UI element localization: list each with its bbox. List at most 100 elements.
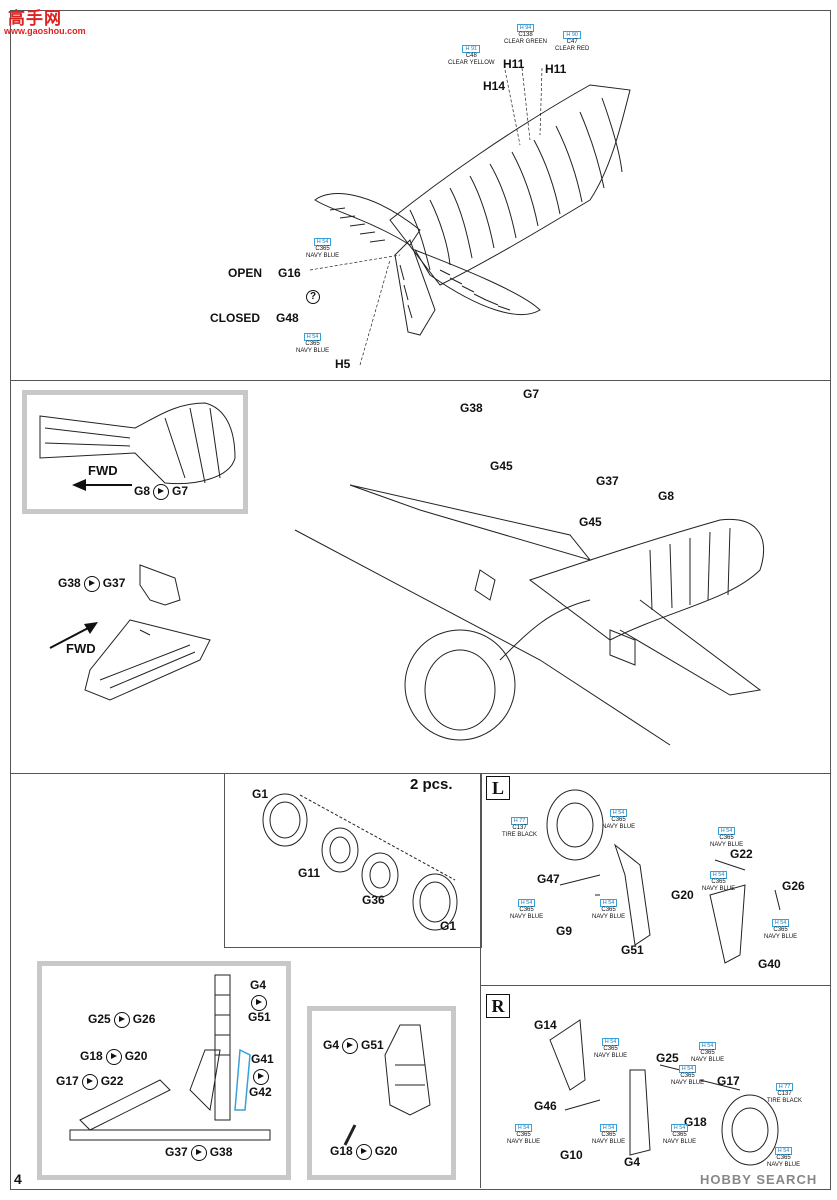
paint-code: H 54 xyxy=(517,899,536,907)
assembly-arrow-icon xyxy=(251,994,267,1012)
paint-number: C48 xyxy=(465,53,477,59)
g22-label: G22 xyxy=(100,1074,124,1089)
label-g38: G38 xyxy=(460,401,483,415)
gear-inset-g17-g22: G17 G22 xyxy=(56,1074,123,1090)
paint-number: C365 xyxy=(516,1132,531,1138)
paint-code: H 54 xyxy=(313,238,332,246)
gear-inset-g41: G41 xyxy=(251,1052,274,1066)
paint-name: NAVY BLUE xyxy=(592,1139,626,1145)
paint-code: H 77 xyxy=(775,1083,794,1091)
g20-label: G20 xyxy=(124,1049,148,1064)
paint-name: CLEAR YELLOW xyxy=(448,60,495,66)
label-g40: G40 xyxy=(758,957,781,971)
label-g37: G37 xyxy=(596,474,619,488)
paint-name: NAVY BLUE xyxy=(594,1053,628,1059)
paint-number: C365 xyxy=(519,907,534,913)
left-gear-letter: L xyxy=(486,776,510,800)
paint-name: CLEAR GREEN xyxy=(504,39,548,45)
label-h5: H5 xyxy=(335,357,351,371)
two-pieces-label: 2 pcs. xyxy=(410,776,453,793)
paint-code: H 54 xyxy=(599,1124,618,1132)
left-gear-drawing xyxy=(546,789,781,964)
assembly-arrow-icon xyxy=(355,1144,372,1160)
g51-label: G51 xyxy=(361,1038,384,1053)
label-g9: G9 xyxy=(556,924,573,938)
g37-label: G37 xyxy=(102,576,126,591)
paint-name: NAVY BLUE xyxy=(671,1080,705,1086)
label-g10: G10 xyxy=(560,1148,583,1162)
assembly-arrow-icon xyxy=(81,1074,98,1090)
paint-number: C138 xyxy=(518,32,533,38)
aircraft-front-drawing xyxy=(294,484,765,746)
paint-name: NAVY BLUE xyxy=(767,1162,801,1168)
paint-number: C365 xyxy=(680,1073,695,1079)
small-inset-drawing xyxy=(343,1024,431,1146)
g20-label: G20 xyxy=(374,1144,398,1159)
question-mark-text: ? xyxy=(309,291,317,302)
fwd-arrow-icon xyxy=(72,479,132,491)
g17-label: G17 xyxy=(56,1074,79,1089)
label-h11-right: H11 xyxy=(545,62,567,76)
g26-label: G26 xyxy=(132,1012,156,1027)
paint-code: H 54 xyxy=(303,333,322,341)
paint-name: NAVY BLUE xyxy=(602,824,636,830)
label-g11: G11 xyxy=(298,866,321,880)
paint-name: NAVY BLUE xyxy=(296,348,330,354)
paint-name: NAVY BLUE xyxy=(691,1057,725,1063)
label-g8: G8 xyxy=(658,489,675,503)
paint-number: C365 xyxy=(601,1132,616,1138)
g25-label: G25 xyxy=(88,1012,111,1027)
inset-g7-label: G7 xyxy=(172,484,189,499)
label-g20: G20 xyxy=(671,888,694,902)
paint-code: H 54 xyxy=(670,1124,689,1132)
paint-code: H 54 xyxy=(601,1038,620,1046)
label-g25: G25 xyxy=(656,1051,679,1065)
fuselage-inset-drawing xyxy=(39,402,236,485)
label-g46: G46 xyxy=(534,1099,557,1113)
paint-number: C365 xyxy=(711,879,726,885)
label-open: OPEN xyxy=(228,266,263,280)
label-h14: H14 xyxy=(483,79,506,93)
paint-code: H 54 xyxy=(599,899,618,907)
paint-code: H 77 xyxy=(510,817,529,825)
paint-code: H 54 xyxy=(609,809,628,817)
label-g45-top: G45 xyxy=(490,459,513,473)
paint-number: C365 xyxy=(611,817,626,823)
assembly-arrow-icon xyxy=(253,1068,269,1086)
g38-label: G38 xyxy=(209,1145,233,1160)
label-g45-bottom: G45 xyxy=(579,515,602,529)
label-g36: G36 xyxy=(362,893,385,907)
paint-code: H 54 xyxy=(678,1065,697,1073)
watermark-logo-text: 高手网 xyxy=(8,9,62,28)
paint-code: H 54 xyxy=(717,827,736,835)
watermark-hobby-search: HOBBY SEARCH xyxy=(700,1172,818,1187)
paint-number: C365 xyxy=(672,1132,687,1138)
paint-name: TIRE BLACK xyxy=(502,832,538,838)
g18-label: G18 xyxy=(80,1049,103,1064)
label-g47: G47 xyxy=(537,872,560,886)
watermark-logo: 高手网 www.gaoshou.com xyxy=(2,2,86,42)
fwd-arrow-2-icon xyxy=(49,622,98,649)
wheel-parts-drawing xyxy=(262,793,458,931)
paint-code: H 90 xyxy=(563,31,581,39)
assembly-arrow-icon xyxy=(153,484,170,500)
wheel-well-drawing xyxy=(84,564,211,701)
small-inset-box xyxy=(307,1006,456,1180)
label-g7: G7 xyxy=(523,387,540,401)
g38-label: G38 xyxy=(58,576,81,591)
paint-number: C365 xyxy=(719,835,734,841)
paint-number: C365 xyxy=(773,927,788,933)
label-closed: CLOSED xyxy=(210,311,261,325)
question-mark-icon: ? xyxy=(306,290,320,304)
paint-number: C365 xyxy=(601,907,616,913)
label-g16: G16 xyxy=(278,266,301,280)
